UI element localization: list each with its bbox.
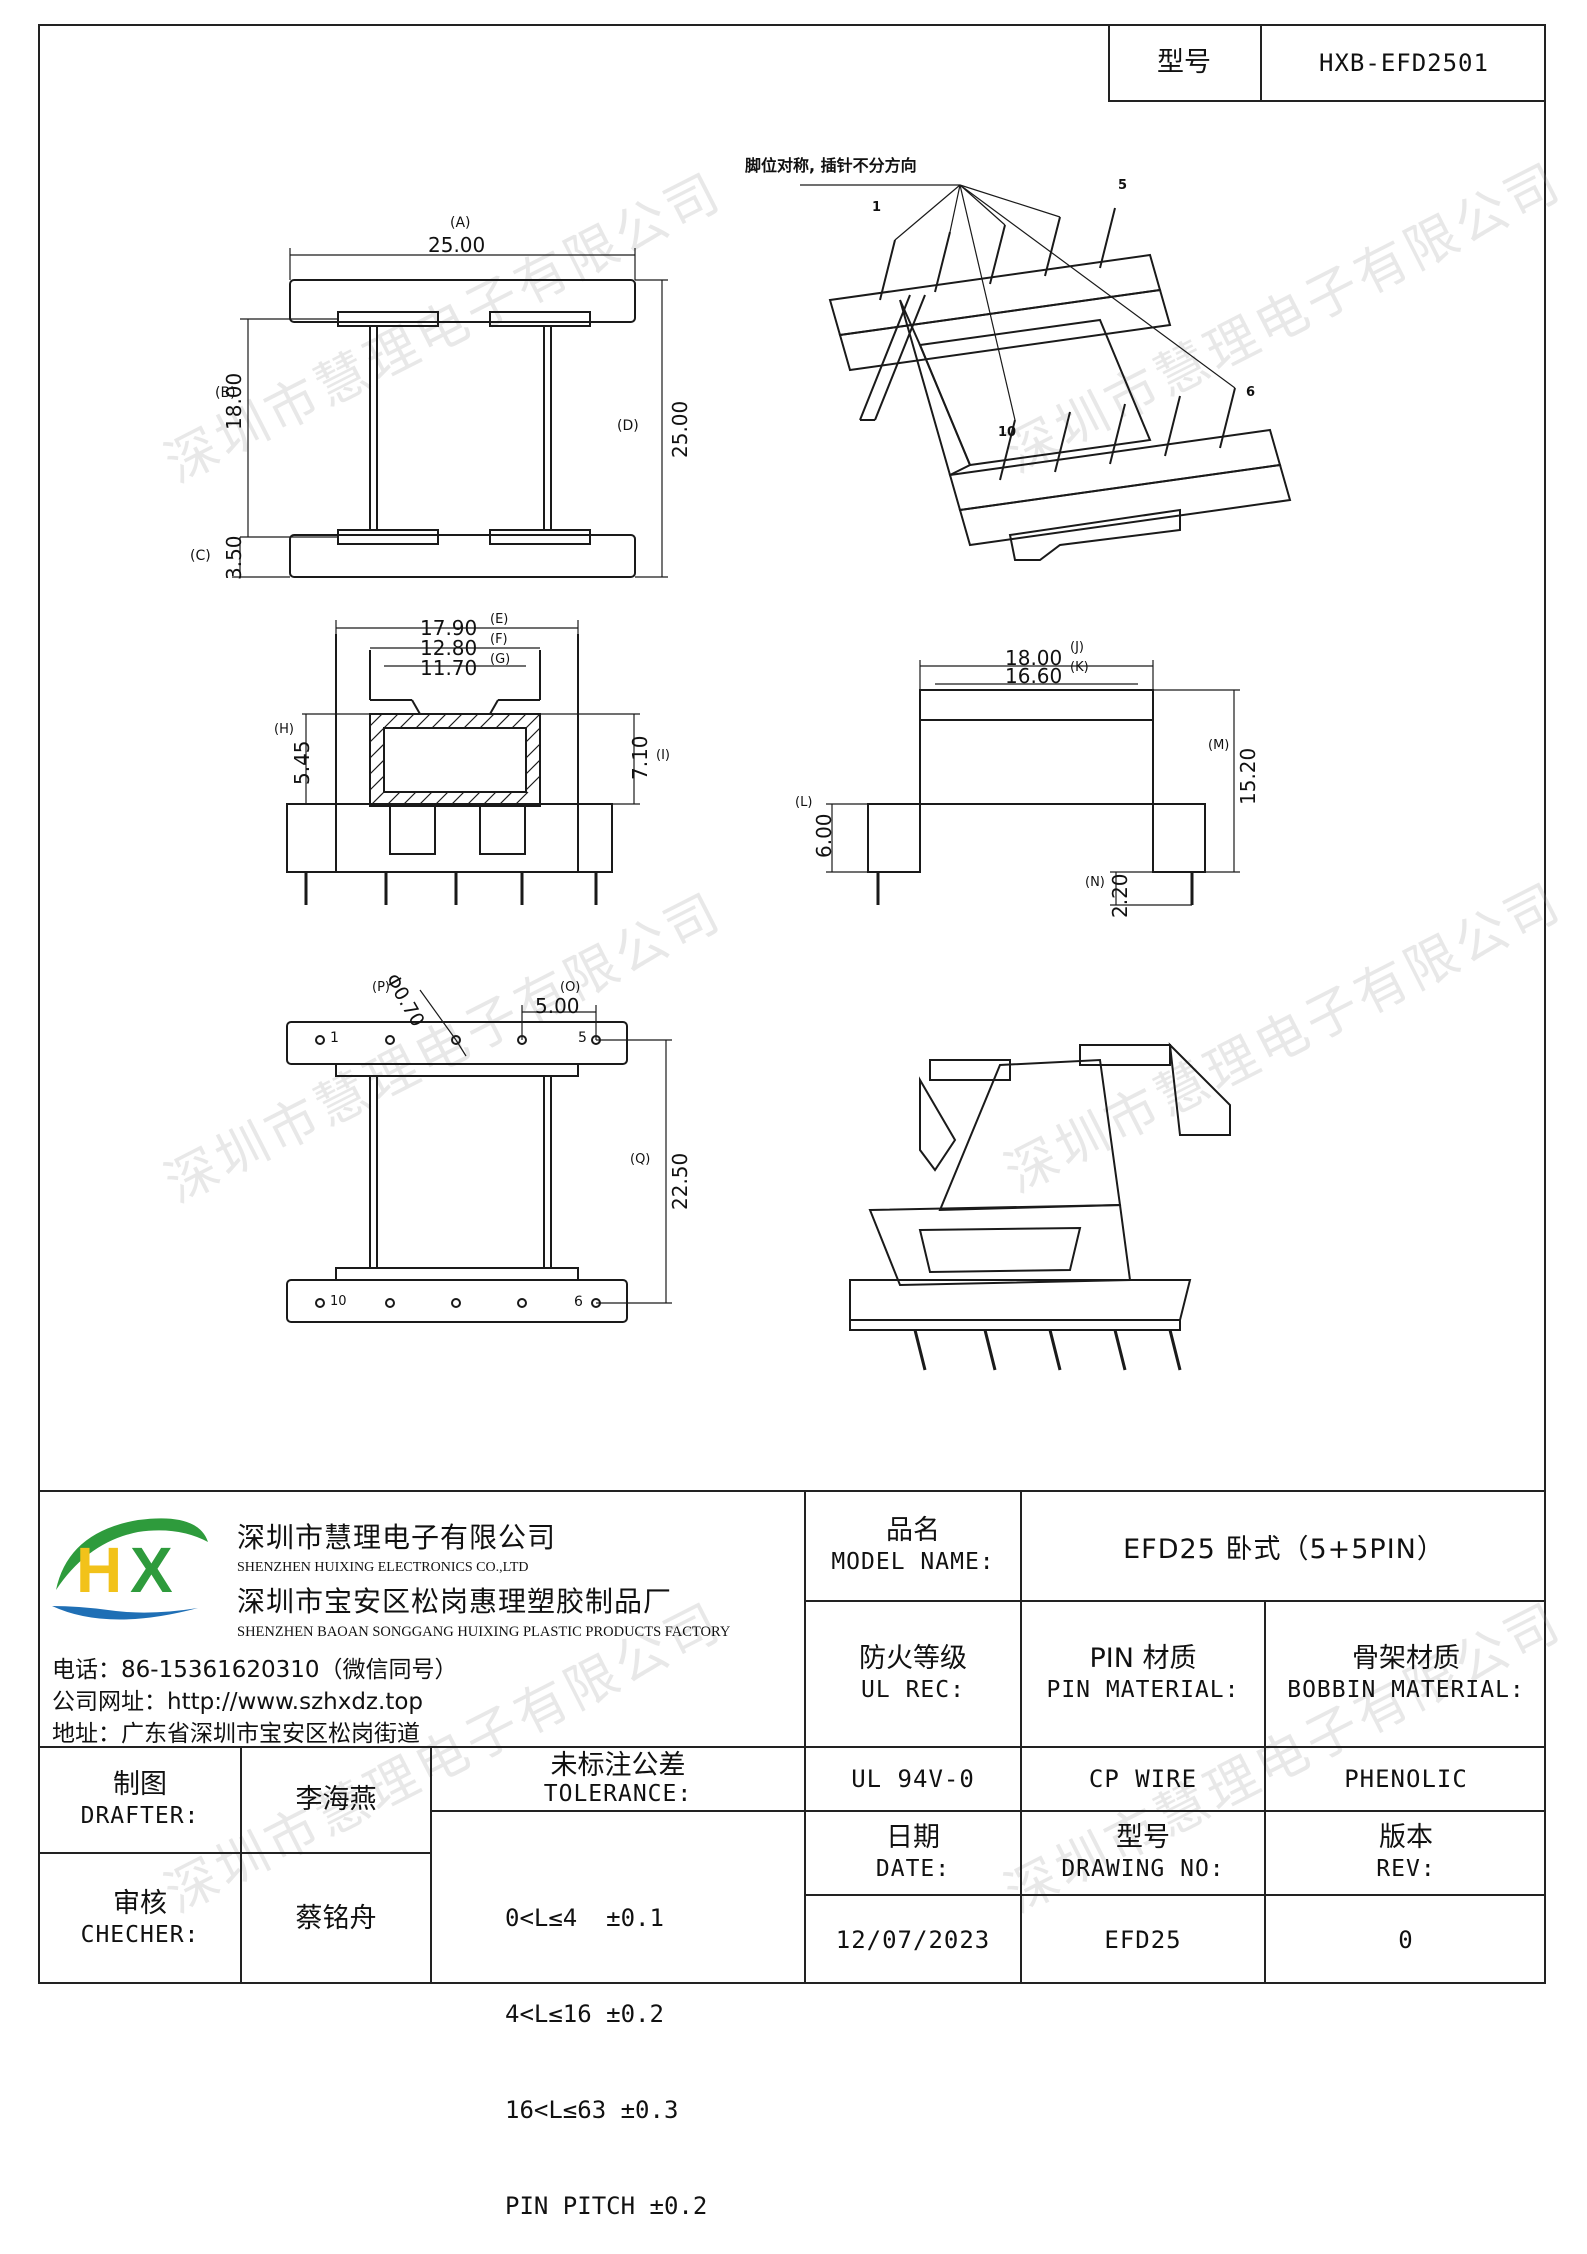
dim-K: 16.60 — [1005, 664, 1063, 688]
tolerance-row: 0<L≤4 ±0.1 — [505, 1904, 664, 1932]
pin-label: 1 — [330, 1030, 339, 1046]
pin-label: 6 — [574, 1294, 583, 1310]
iso-view-bottom — [849, 1042, 1231, 1371]
dim-I-tag: (I) — [656, 748, 670, 763]
dim-E: 17.90 — [420, 616, 478, 640]
date-value: 12/07/2023 — [835, 1926, 991, 1954]
dim-O-tag: (O) — [560, 980, 581, 995]
checker-label: 审核 CHECHER: — [80, 1888, 200, 1948]
dim-O: 5.00 — [535, 994, 580, 1018]
model-name-label: 品名 MODEL NAME: — [831, 1515, 995, 1575]
ul-rec-value: UL 94V-0 — [851, 1765, 975, 1793]
dim-M: 15.20 — [1236, 747, 1260, 805]
pin-label: 6 — [1246, 385, 1256, 400]
dim-A-tag: (A) — [450, 215, 471, 231]
tolerance-list: 0<L≤4 ±0.1 4<L≤16 ±0.2 16<L≤63 ±0.3 PIN … — [505, 1838, 707, 2254]
bottom-view — [286, 989, 672, 1323]
dim-B: 18.00 — [222, 372, 246, 430]
dim-J-tag: (J) — [1070, 640, 1084, 655]
dim-G-tag: (G) — [490, 652, 511, 667]
iso-view-top — [800, 184, 1292, 561]
dim-C-tag: (C) — [190, 548, 211, 564]
pin-material-value: CP WIRE — [1088, 1765, 1198, 1793]
dim-Q: 22.50 — [668, 1152, 692, 1210]
dim-K-tag: (K) — [1070, 660, 1089, 675]
factory-name-cn: 深圳市宝安区松岗惠理塑胶制品厂 — [237, 1585, 673, 1618]
dim-J: 18.00 — [1005, 646, 1063, 670]
pin-material-label: PIN 材质 PIN MATERIAL: — [1046, 1643, 1240, 1703]
dim-H: 5.45 — [290, 740, 314, 785]
front-view-hatch — [369, 713, 541, 807]
company-name-cn: 深圳市慧理电子有限公司 — [237, 1521, 557, 1554]
dim-F-tag: (F) — [490, 632, 508, 647]
dim-D: 25.00 — [668, 400, 692, 458]
svg-text:H: H — [76, 1534, 122, 1606]
company-website: 公司网址：http://www.szhxdz.top — [52, 1689, 424, 1715]
ul-rec-label: 防火等级 UL REC: — [859, 1643, 967, 1703]
company-phone: 电话：86-15361620310（微信同号） — [52, 1657, 458, 1683]
factory-name-en: SHENZHEN BAOAN SONGGANG HUIXING PLASTIC … — [237, 1624, 731, 1640]
dim-G: 11.70 — [420, 656, 478, 680]
company-address: 地址：广东省深圳市宝安区松岗街道 — [52, 1721, 420, 1747]
engineering-drawing — [232, 184, 1292, 1371]
pin-label: 1 — [872, 200, 882, 215]
drawing-no-label: 型号 DRAWING NO: — [1061, 1822, 1225, 1882]
pin-label: 10 — [998, 425, 1017, 440]
pin-label: 5 — [1118, 178, 1128, 193]
dim-B-tag: (B) — [215, 385, 236, 401]
bobbin-material-label: 骨架材质 BOBBIN MATERIAL: — [1287, 1643, 1525, 1703]
tolerance-row: 4<L≤16 ±0.2 — [505, 2000, 664, 2028]
dim-Q-tag: (Q) — [630, 1152, 651, 1167]
drafter-label: 制图 DRAFTER: — [80, 1769, 200, 1829]
assembly-note: 脚位对称, 插针不分方向 — [745, 156, 917, 175]
dim-D-tag: (D) — [617, 418, 639, 434]
dim-E-tag: (E) — [490, 612, 509, 627]
front-view — [286, 620, 640, 905]
drawing-no-value: EFD25 — [1104, 1926, 1182, 1954]
dim-N-tag: (N) — [1085, 875, 1105, 890]
dim-C: 3.50 — [222, 535, 246, 580]
checker-name: 蔡铭舟 — [295, 1903, 377, 1934]
side-view — [826, 660, 1240, 906]
dim-P-tag: (P) — [372, 980, 390, 995]
rev-value: 0 — [1398, 1926, 1414, 1954]
dim-N: 2.20 — [1108, 873, 1132, 918]
top-view — [232, 248, 668, 578]
tolerance-label: 未标注公差 TOLERANCE: — [543, 1750, 693, 1808]
pin-label: 10 — [330, 1294, 347, 1309]
dim-L: 6.00 — [812, 813, 836, 858]
company-name-en: SHENZHEN HUIXING ELECTRONICS CO.,LTD — [237, 1560, 529, 1575]
date-label: 日期 DATE: — [875, 1822, 951, 1882]
company-logo: H X — [52, 1518, 208, 1620]
model-header-box — [1108, 24, 1546, 102]
tolerance-row: 16<L≤63 ±0.3 — [505, 2096, 679, 2124]
rev-label: 版本 REV: — [1376, 1822, 1436, 1882]
dim-L-tag: (L) — [795, 795, 813, 810]
model-header-label: 型号 — [1157, 47, 1211, 78]
dim-M-tag: (M) — [1208, 738, 1230, 753]
dim-F: 12.80 — [420, 636, 478, 660]
model-header-code: HXB-EFD2501 — [1319, 49, 1489, 77]
pin-label: 5 — [578, 1030, 587, 1046]
svg-text:X: X — [130, 1534, 173, 1606]
drawing-sheet — [38, 24, 1546, 1984]
model-name-value: EFD25 卧式（5+5PIN） — [1123, 1533, 1445, 1565]
drafter-name: 李海燕 — [295, 1784, 377, 1815]
tolerance-row: PIN PITCH ±0.2 — [505, 2192, 708, 2220]
dim-I: 7.10 — [628, 735, 652, 780]
dim-A: 25.00 — [428, 233, 486, 257]
dim-H-tag: (H) — [274, 722, 294, 737]
bobbin-material-value: PHENOLIC — [1344, 1765, 1468, 1793]
